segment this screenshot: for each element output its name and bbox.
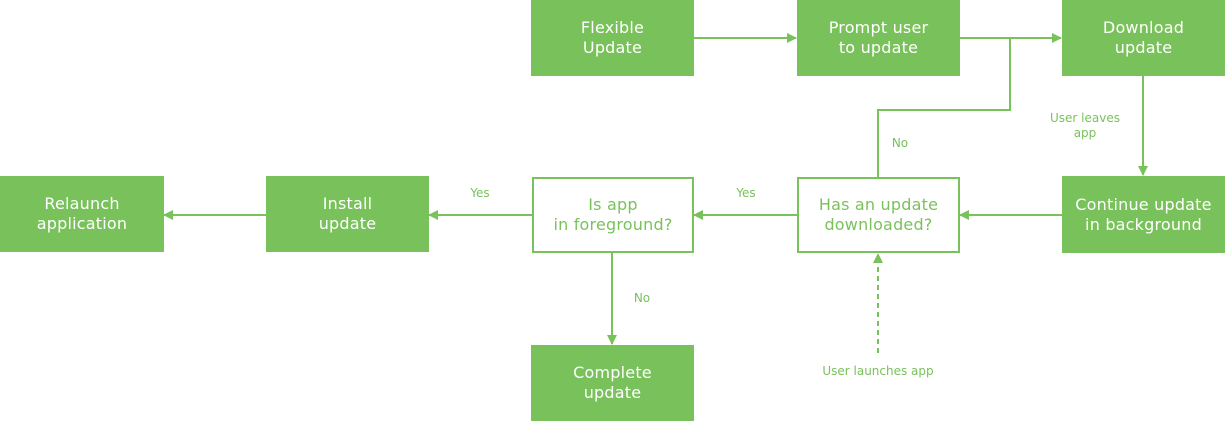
label-yes-foreground: Yes <box>470 186 490 200</box>
label-yes-downloaded: Yes <box>736 186 756 200</box>
node-has-update-downloaded: Has an update downloaded? <box>797 177 960 253</box>
node-complete-update: Complete update <box>531 345 694 421</box>
node-download-update: Download update <box>1062 0 1225 76</box>
label-user-leaves-app: User leaves app <box>1050 111 1120 140</box>
node-is-app-foreground: Is app in foreground? <box>532 177 694 253</box>
label-no-downloaded: No <box>891 136 909 150</box>
node-install-update: Install update <box>266 176 429 252</box>
node-relaunch-application: Relaunch application <box>0 176 164 252</box>
node-flexible-update: Flexible Update <box>531 0 694 76</box>
node-continue-background: Continue update in background <box>1062 176 1225 253</box>
edge-has-update-no-loop <box>877 38 1011 177</box>
label-no-foreground: No <box>633 291 651 305</box>
label-user-launches-app: User launches app <box>822 364 934 378</box>
node-prompt-user: Prompt user to update <box>797 0 960 76</box>
